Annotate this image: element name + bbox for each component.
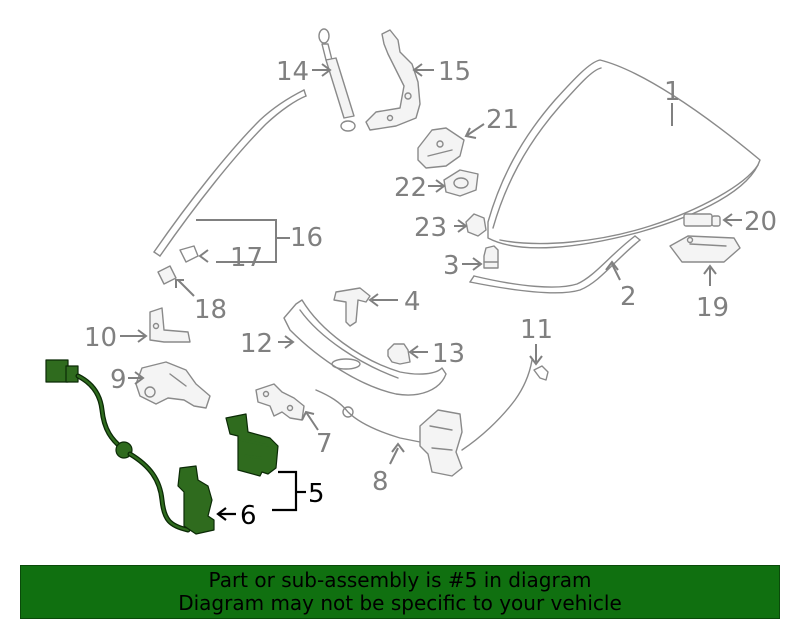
- arrow-15: [412, 63, 423, 77]
- part-2-seal[interactable]: [469, 235, 641, 294]
- leader-2: [611, 263, 621, 281]
- arrow-17: [198, 249, 209, 263]
- part-3-bumper[interactable]: [483, 245, 499, 269]
- arrow-14: [321, 63, 332, 77]
- part-1-hood[interactable]: [487, 59, 761, 249]
- arrow-10: [137, 329, 148, 343]
- info-banner: Part or sub-assembly is #5 in diagram Di…: [20, 565, 780, 619]
- arrow-12: [284, 335, 295, 349]
- arrow-19: [703, 264, 717, 275]
- callout-7: 7: [316, 429, 333, 459]
- part-17-clip[interactable]: [179, 245, 199, 263]
- part-16-weatherstrip[interactable]: [153, 89, 307, 257]
- callout-10: 10: [84, 323, 117, 353]
- part-19-insulator[interactable]: [669, 235, 741, 263]
- part-20-lamp[interactable]: [683, 213, 721, 227]
- part-13-bumper[interactable]: [387, 343, 411, 365]
- callout-5: 5: [308, 479, 325, 509]
- leader-21: [465, 123, 485, 137]
- part-22-nozzle[interactable]: [443, 169, 479, 197]
- part-15-hinge[interactable]: [365, 29, 421, 131]
- arrow-11: [529, 355, 543, 366]
- callout-13: 13: [432, 339, 465, 369]
- part-4-striker-bracket[interactable]: [333, 287, 371, 327]
- part-23-grommet[interactable]: [465, 213, 487, 237]
- part-8-release-cable[interactable]: [315, 359, 533, 477]
- part-18-clip[interactable]: [157, 265, 177, 285]
- arrow-2: [605, 260, 619, 271]
- leader-8: [389, 447, 399, 465]
- leader-16-bracket: [196, 219, 277, 263]
- part-12-support-panel[interactable]: [283, 299, 447, 396]
- arrow-7: [301, 410, 315, 421]
- callout-6: 6: [240, 501, 257, 531]
- arrow-18: [175, 279, 184, 288]
- leader-7: [305, 411, 319, 431]
- part-10-bracket[interactable]: [149, 307, 191, 343]
- callout-3: 3: [443, 251, 460, 281]
- arrow-13: [408, 345, 419, 359]
- callout-16: 16: [290, 223, 323, 253]
- arrow-22: [435, 179, 446, 193]
- part-21-nozzle-mount[interactable]: [417, 127, 465, 169]
- callout-22: 22: [394, 173, 427, 203]
- leader-5-bracket: [272, 470, 298, 512]
- arrow-6: [216, 507, 227, 521]
- banner-line-2: Diagram may not be specific to your vehi…: [178, 591, 622, 615]
- arrow-3: [472, 257, 483, 271]
- callout-19: 19: [696, 293, 729, 323]
- arrow-23: [457, 219, 468, 233]
- part-7-latch-cover[interactable]: [255, 383, 305, 421]
- callout-8: 8: [372, 467, 389, 497]
- callout-17: 17: [230, 243, 263, 273]
- leader-18: [177, 279, 195, 297]
- arrow-9: [134, 371, 145, 385]
- callout-15: 15: [438, 57, 471, 87]
- callout-12: 12: [240, 329, 273, 359]
- callout-2: 2: [620, 282, 637, 312]
- callout-1: 1: [664, 77, 681, 107]
- part-11-cable-clip[interactable]: [533, 365, 549, 381]
- callout-18: 18: [194, 295, 227, 325]
- arrow-8: [391, 442, 405, 453]
- parts-diagram: 1 2 3 4 5 6: [45, 28, 777, 535]
- arrow-20: [722, 213, 733, 227]
- arrow-21: [464, 127, 477, 139]
- callout-11: 11: [520, 315, 553, 345]
- part-9-secondary-latch[interactable]: [135, 361, 211, 409]
- part-6-latch-harness[interactable]: [45, 359, 215, 535]
- callout-14: 14: [276, 57, 309, 87]
- part-14-hood-strut[interactable]: [318, 28, 356, 132]
- part-5-hood-latch[interactable]: [225, 413, 279, 477]
- callout-23: 23: [414, 213, 447, 243]
- callout-21: 21: [486, 105, 519, 135]
- banner-line-1: Part or sub-assembly is #5 in diagram: [208, 568, 592, 592]
- arrow-4: [368, 293, 379, 307]
- callout-20: 20: [744, 207, 777, 237]
- callout-9: 9: [110, 365, 127, 395]
- callout-4: 4: [404, 287, 421, 317]
